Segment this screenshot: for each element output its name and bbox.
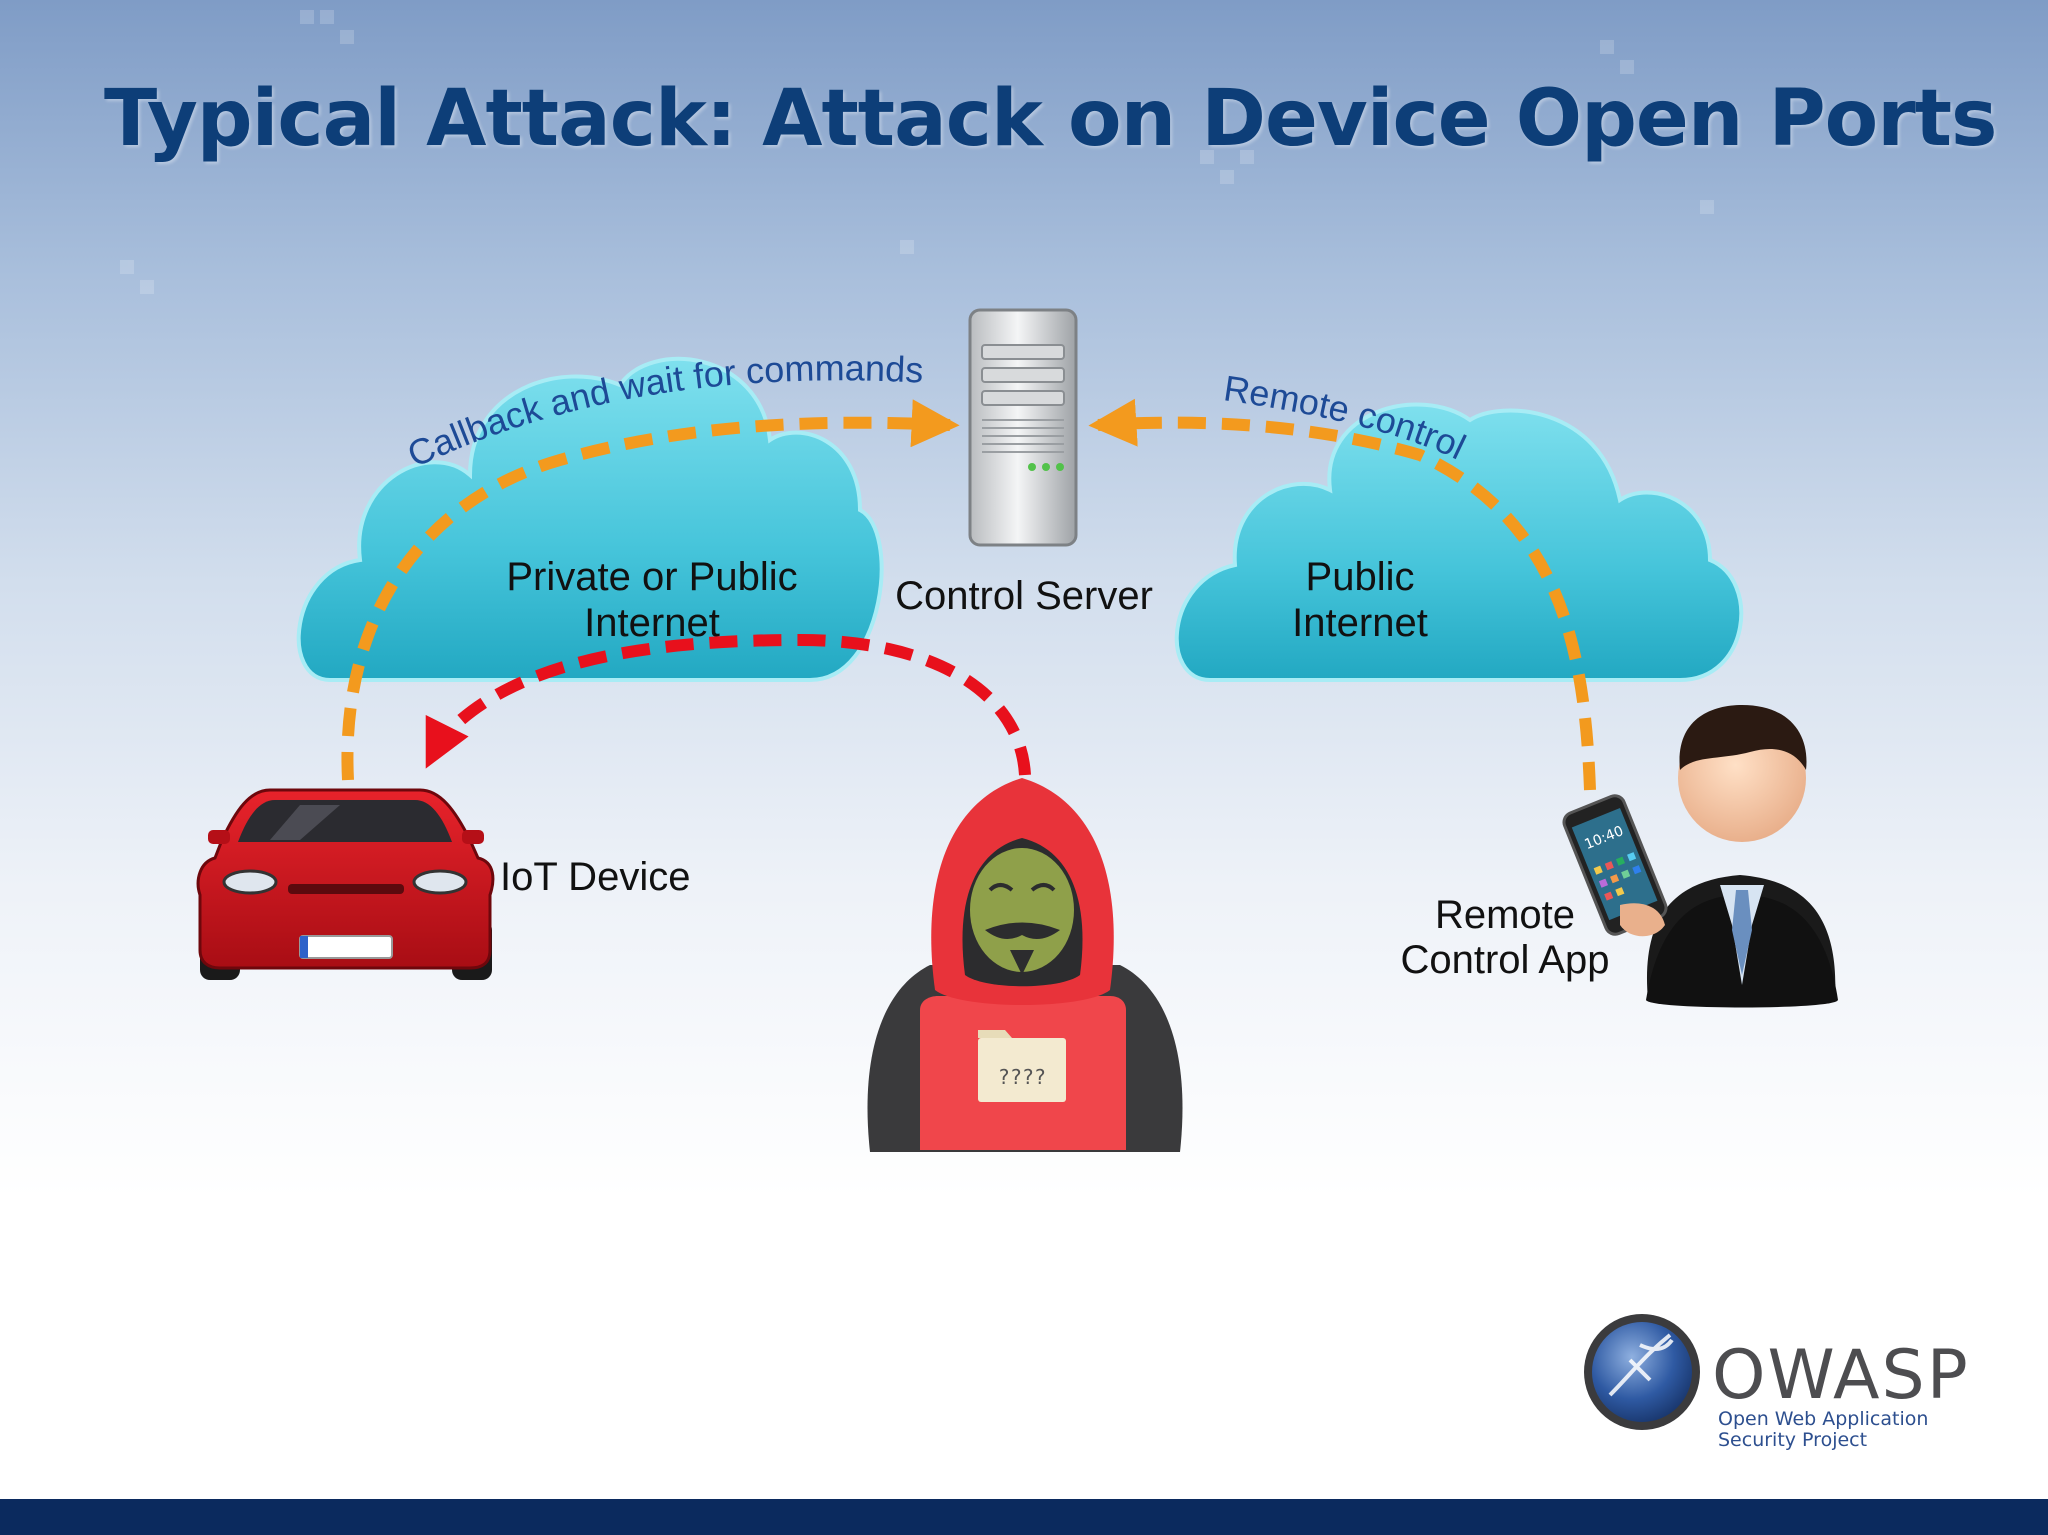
car-icon bbox=[196, 788, 495, 980]
remote-control-arrow bbox=[1088, 398, 1596, 791]
hacker-icon: ???? bbox=[867, 778, 1183, 1152]
cloud-left: Private or Public Internet bbox=[296, 356, 884, 682]
background-map bbox=[120, 10, 1714, 294]
cloud-right: Public Internet bbox=[1174, 402, 1744, 682]
remote-app-label-line1: Remote bbox=[1435, 893, 1575, 937]
cloud-left-label-line1: Private or Public bbox=[506, 555, 797, 599]
attack-arrow bbox=[424, 633, 1031, 776]
slide-title: Typical Attack: Attack on Device Open Po… bbox=[104, 74, 1997, 164]
phone-icon: 10:40 bbox=[1562, 794, 1668, 936]
folder-label: ???? bbox=[998, 1065, 1046, 1089]
hand-holding-phone bbox=[1620, 903, 1665, 937]
owasp-logo: OWASP Open Web Application Security Proj… bbox=[1584, 1314, 1970, 1451]
owasp-logo-line1: Open Web Application bbox=[1718, 1408, 1928, 1430]
callback-arrow bbox=[341, 399, 960, 781]
cloud-right-label-line2: Internet bbox=[1292, 601, 1428, 645]
owasp-logo-name: OWASP bbox=[1712, 1336, 1970, 1415]
remote-app-label-line2: Control App bbox=[1400, 938, 1609, 982]
cloud-right-label-line1: Public bbox=[1306, 555, 1415, 599]
bottom-bar bbox=[0, 1499, 2048, 1535]
owasp-logo-line2: Security Project bbox=[1718, 1429, 1867, 1451]
businessman-icon bbox=[1646, 705, 1838, 1008]
iot-device-label: IoT Device bbox=[500, 855, 690, 899]
server-icon bbox=[968, 308, 1078, 547]
control-server-label: Control Server bbox=[895, 574, 1153, 618]
cloud-left-label-line2: Internet bbox=[584, 601, 720, 645]
